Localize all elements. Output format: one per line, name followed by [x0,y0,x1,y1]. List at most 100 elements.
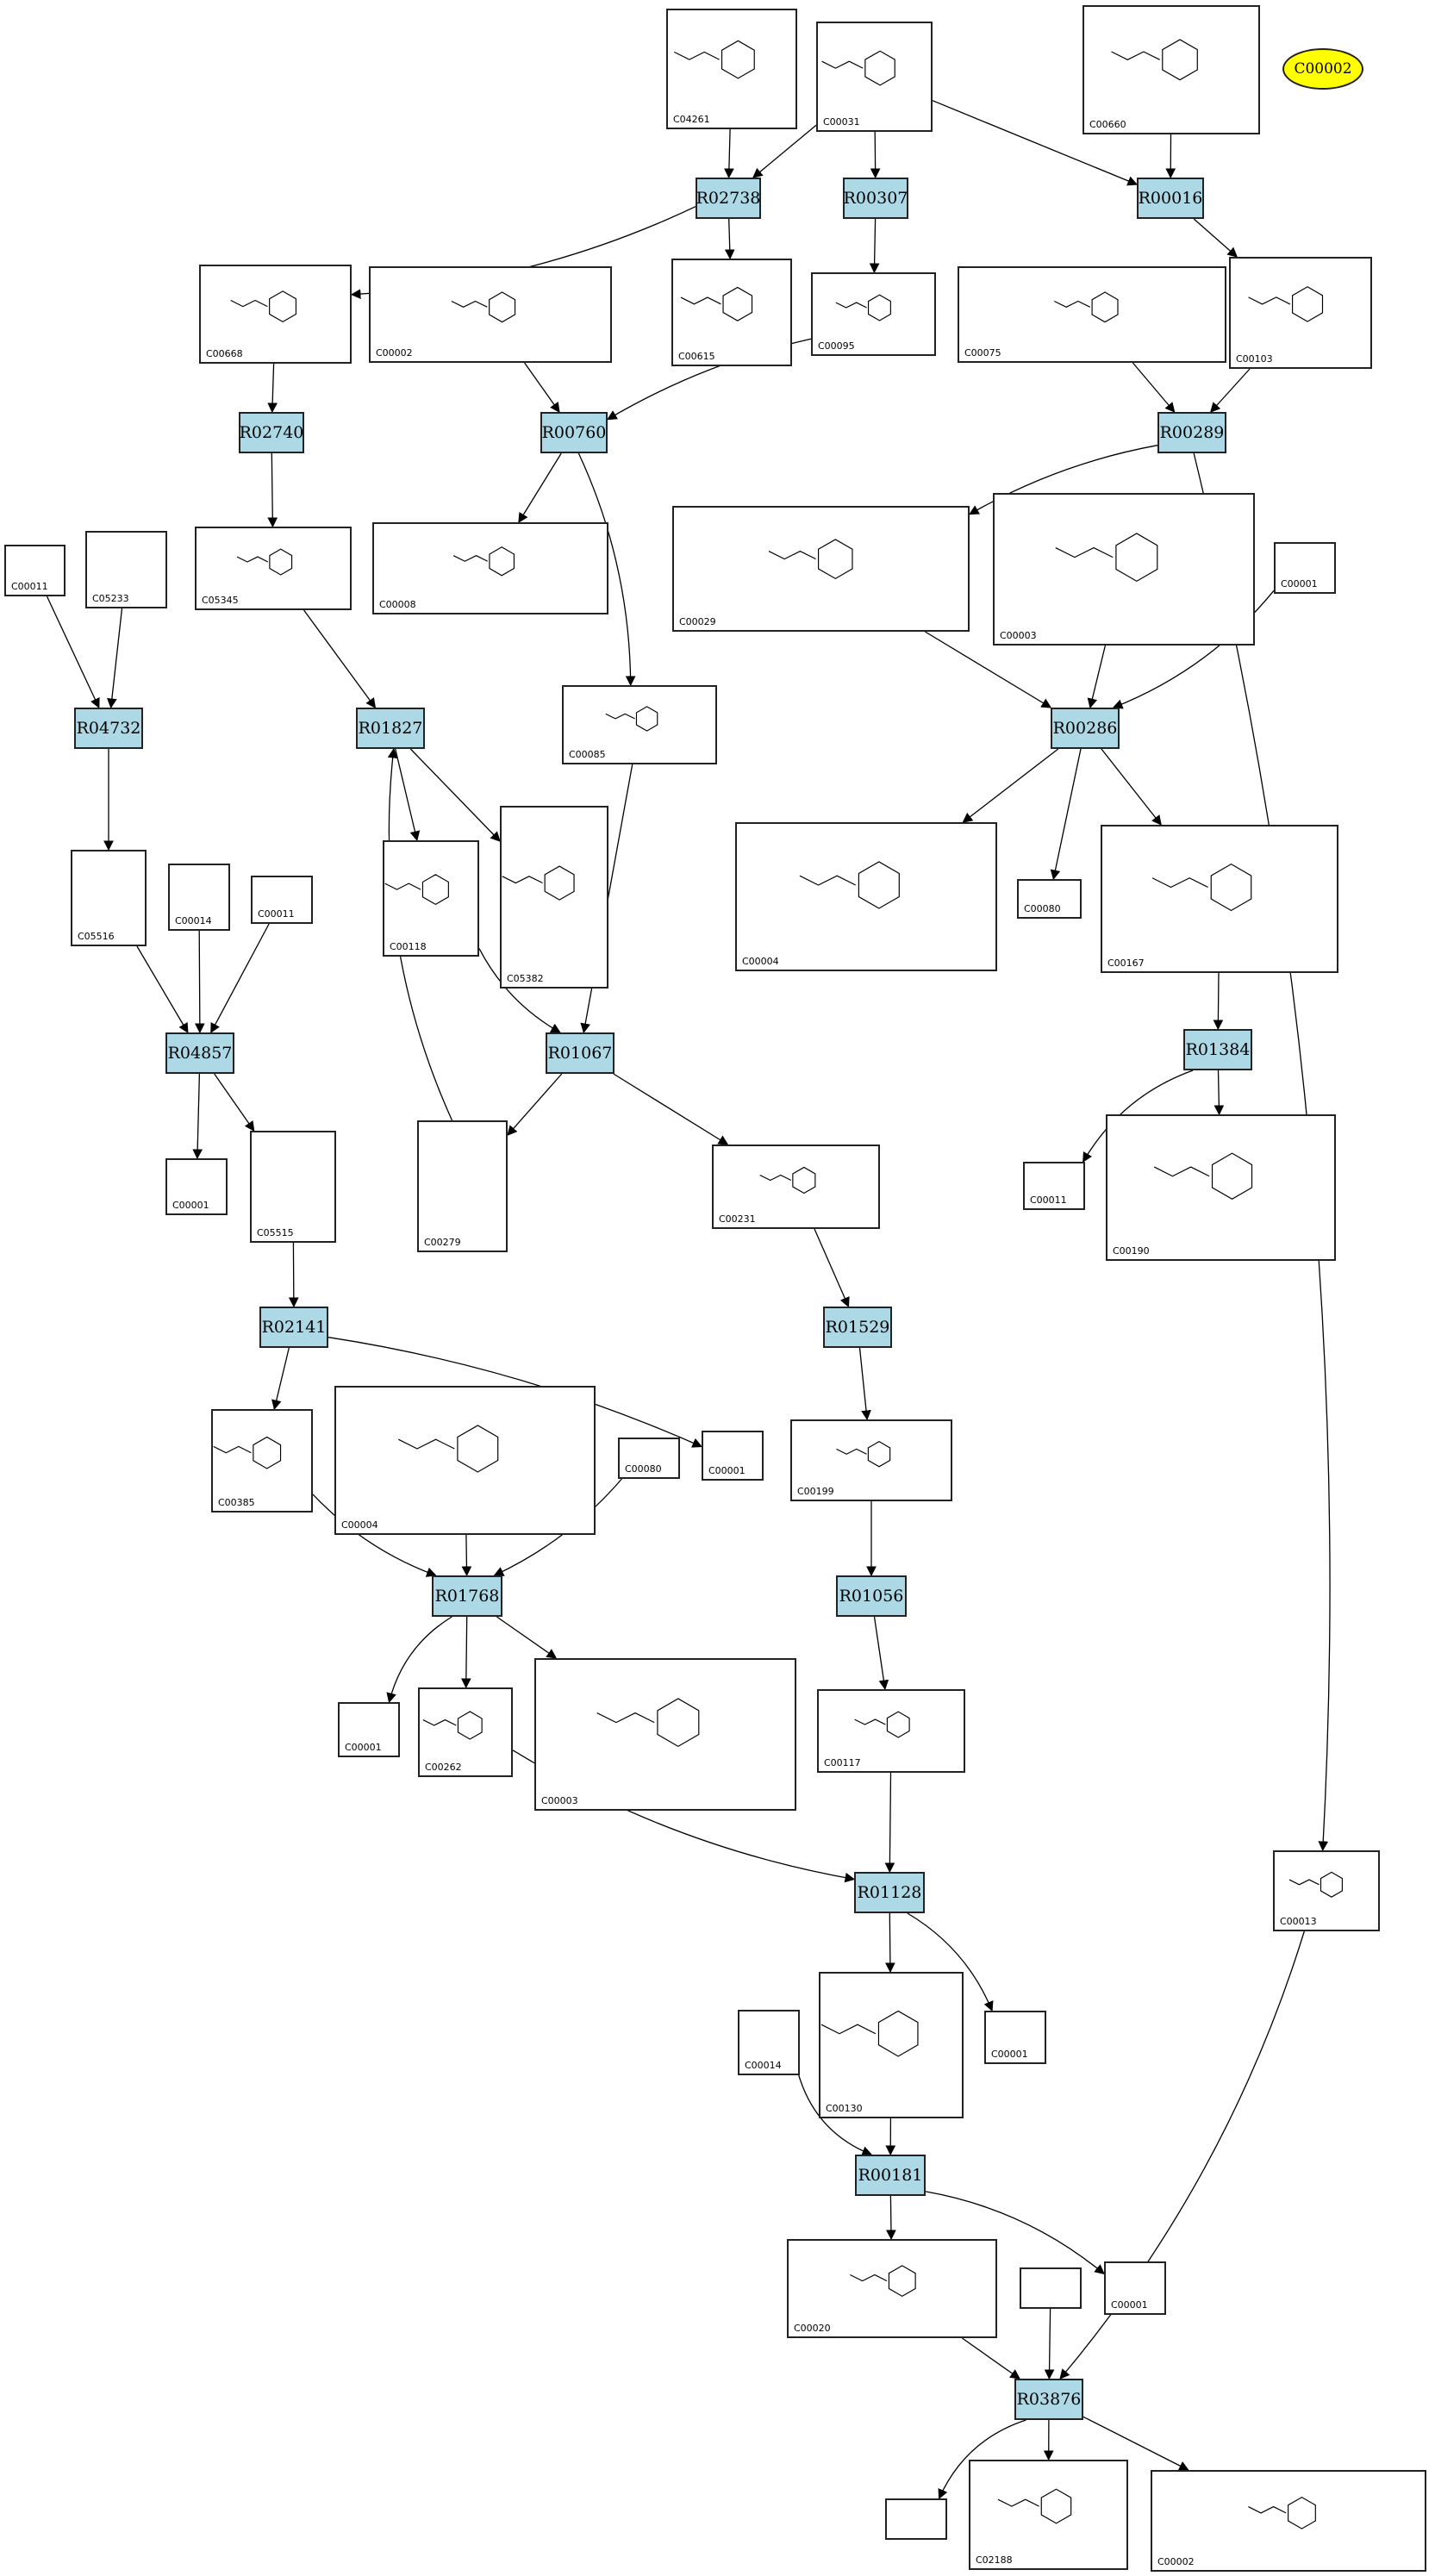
compound-c00008[interactable]: C00008 [372,522,608,614]
edge-c00075-to-r00289 [1132,362,1176,413]
edge-r00289-to-c00029 [968,445,1158,515]
edge-c00004b-to-r01768 [461,1534,472,1577]
compound-c00190[interactable]: C00190 [1106,1114,1336,1261]
edge-r00307-to-c00095a [869,218,880,274]
compound-c00029[interactable]: C00029 [672,506,970,632]
compound-c00031[interactable]: C00031 [816,22,933,132]
reaction-r00016[interactable]: R00016 [1137,178,1204,219]
compound-c00004[interactable]: C00004 [334,1386,596,1535]
reaction-r01056[interactable]: R01056 [836,1575,907,1617]
compound-label: C05515 [257,1227,294,1238]
reaction-r00181[interactable]: R00181 [855,2155,926,2196]
compound-label: C00118 [390,941,427,952]
compound-label: C00001 [991,2049,1028,2060]
edge-c00117-to-r01128 [884,1772,895,1874]
compound-c00118[interactable]: C00118 [383,840,479,957]
reaction-r01384[interactable]: R01384 [1183,1029,1252,1070]
structure-icon [768,539,853,580]
reaction-r02740[interactable]: R02740 [239,412,304,453]
structure-icon [850,2265,916,2298]
compound-c00167[interactable]: C00167 [1101,825,1338,973]
structure-icon [1055,533,1158,583]
compound-c00095[interactable]: C00095 [811,272,936,356]
compound-c00080[interactable]: C00080 [618,1438,680,1479]
compound-c00199[interactable]: C00199 [790,1419,952,1501]
compound-c05516[interactable]: C05516 [71,850,147,946]
edge-r01529-to-c00199 [858,1347,871,1421]
compound-unlabeled[interactable] [1020,2267,1082,2309]
compound-c00011[interactable]: C00011 [4,545,66,596]
edge-c00011b-to-r04857 [210,923,270,1034]
edge-r01768-to-c00262 [460,1616,471,1689]
compound-label: C00262 [425,1762,462,1773]
compound-c00075[interactable]: C00075 [958,266,1226,363]
compound-c00103[interactable]: C00103 [1229,257,1372,369]
compound-c00262[interactable]: C00262 [418,1687,513,1777]
reaction-r00286[interactable]: R00286 [1051,708,1120,749]
compound-c00385[interactable]: C00385 [211,1409,313,1513]
compound-c00001[interactable]: C00001 [165,1158,228,1215]
compound-c00004[interactable]: C00004 [735,822,997,971]
compound-c00085[interactable]: C00085 [562,685,717,764]
structure-icon [820,2010,919,2057]
reaction-r04857[interactable]: R04857 [165,1032,234,1074]
compound-c00013[interactable]: C00013 [1273,1850,1380,1931]
compound-c00279[interactable]: C00279 [417,1120,508,1252]
reaction-r01067[interactable]: R01067 [546,1032,615,1074]
compound-unlabeled[interactable] [885,2498,947,2540]
compound-c02188[interactable]: C02188 [969,2460,1128,2570]
reaction-r03876[interactable]: R03876 [1014,2379,1083,2420]
compound-c04261[interactable]: C04261 [666,9,797,129]
structure-icon [836,1440,891,1468]
edge-c00167-to-r01384 [1213,972,1224,1031]
compound-c00668[interactable]: C00668 [199,265,352,364]
compound-c00080[interactable]: C00080 [1017,879,1082,919]
compound-label: C00003 [1000,630,1037,641]
reaction-r04732[interactable]: R04732 [74,708,143,749]
reaction-r01529[interactable]: R01529 [823,1307,892,1348]
compound-c00014[interactable]: C00014 [168,864,230,931]
compound-c00001[interactable]: C00001 [1104,2261,1166,2315]
compound-c05345[interactable]: C05345 [195,527,352,610]
compound-c00231[interactable]: C00231 [712,1145,880,1229]
edge-r02141-to-c00385 [271,1347,290,1411]
edge-c00014b-to-r00181 [798,2074,873,2156]
compound-c00002[interactable]: C00002 [369,266,612,363]
compound-c00130[interactable]: C00130 [819,1972,964,2118]
compound-c00001[interactable]: C00001 [1274,542,1336,594]
edge-r00760-to-c00008 [518,452,562,523]
structure-icon [997,2488,1072,2524]
reaction-r00760[interactable]: R00760 [540,412,608,453]
compound-c00011[interactable]: C00011 [251,876,313,924]
compound-c05382[interactable]: C05382 [500,806,608,989]
reaction-r01768[interactable]: R01768 [432,1575,502,1617]
compound-c00001[interactable]: C00001 [702,1431,764,1481]
reaction-r01128[interactable]: R01128 [854,1872,925,1913]
compound-c00020[interactable]: C00020 [787,2239,997,2338]
compound-c00011[interactable]: C00011 [1023,1162,1085,1210]
compound-c00001[interactable]: C00001 [984,2011,1046,2064]
compound-label: C00668 [206,348,243,359]
reaction-r00307[interactable]: R00307 [843,178,908,219]
reaction-r00289[interactable]: R00289 [1157,412,1226,453]
reaction-r02738[interactable]: R02738 [696,178,761,219]
compound-c05515[interactable]: C05515 [250,1131,336,1243]
compound-label: C00075 [964,347,1001,359]
compound-c00014[interactable]: C00014 [738,2010,800,2075]
reaction-r01827[interactable]: R01827 [356,708,425,749]
compound-c00001[interactable]: C00001 [338,1702,400,1757]
compound-c00117[interactable]: C00117 [817,1689,965,1773]
reaction-r02141[interactable]: R02141 [259,1307,328,1348]
compound-label: C00231 [719,1213,756,1225]
compound-c00002[interactable]: C00002 [1151,2470,1426,2572]
compound-c00660[interactable]: C00660 [1082,5,1260,134]
edge-r03876-to-blank2 [938,2419,1026,2500]
structure-icon [1248,286,1324,322]
compound-c00003[interactable]: C00003 [993,493,1255,646]
edge-r00286-to-c00080a [1050,748,1082,881]
compound-label: C00004 [341,1519,378,1531]
compound-c00615[interactable]: C00615 [671,259,792,366]
highlighted-compound-c00002[interactable]: C00002 [1282,48,1363,90]
compound-c05233[interactable]: C05233 [85,531,167,608]
compound-c00003[interactable]: C00003 [534,1658,796,1811]
